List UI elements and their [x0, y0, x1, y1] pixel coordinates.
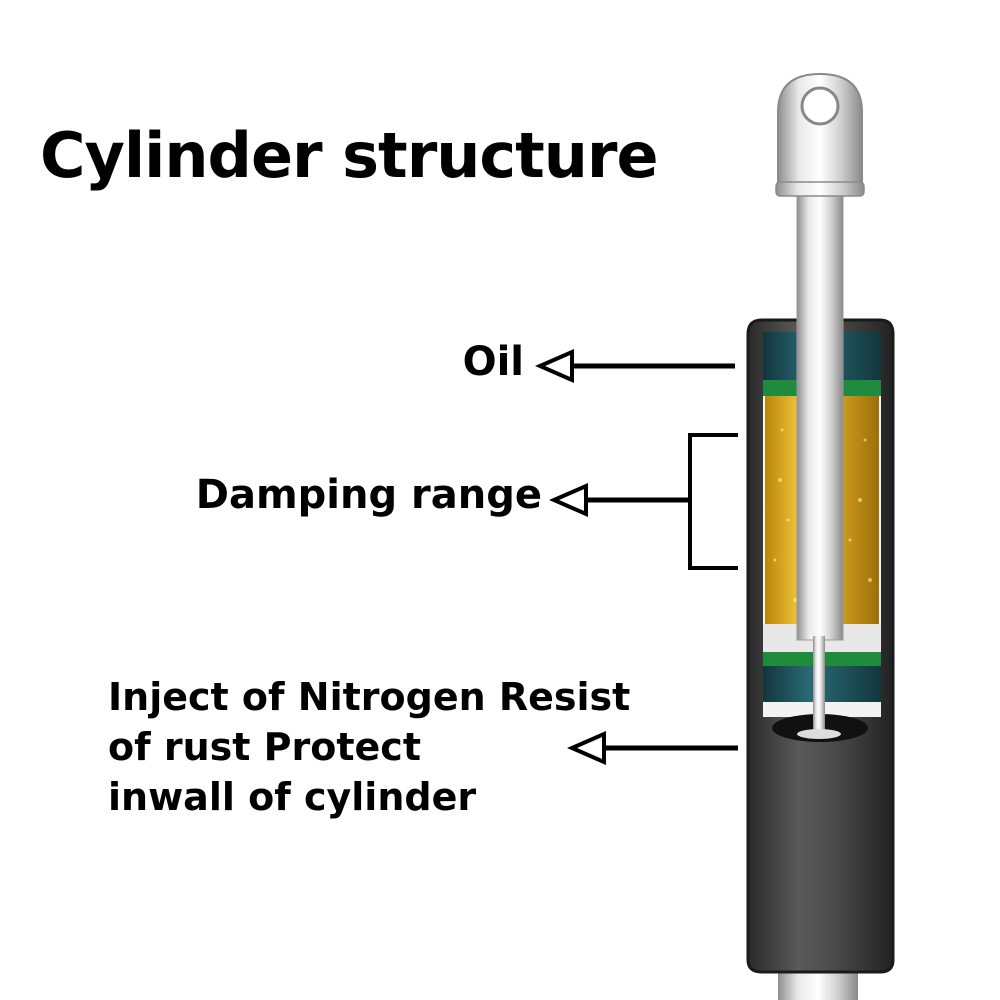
damping-bracket [580, 433, 738, 570]
nitrogen-label-line: inwall of cylinder [108, 775, 477, 819]
mount-hole [800, 86, 840, 126]
nitrogen-label: Inject of Nitrogen Resist of rust Protec… [108, 672, 630, 822]
damping-range-label: Damping range [195, 472, 542, 518]
diagram-title: Cylinder structure [40, 119, 659, 192]
rod-collar [775, 181, 865, 197]
valve-stem [813, 636, 825, 736]
oil-label: Oil [462, 339, 524, 385]
valve-foot [797, 729, 841, 739]
oil-arrow [535, 348, 735, 384]
nitrogen-label-line: of rust Protect [108, 725, 421, 769]
rod-eye-mount [777, 72, 863, 185]
nitrogen-arrow [567, 730, 738, 766]
oil-bubbles [773, 428, 872, 602]
damping-arrowhead [549, 482, 588, 518]
nitrogen-label-line: Inject of Nitrogen Resist [108, 675, 631, 719]
piston-rod [796, 179, 844, 641]
